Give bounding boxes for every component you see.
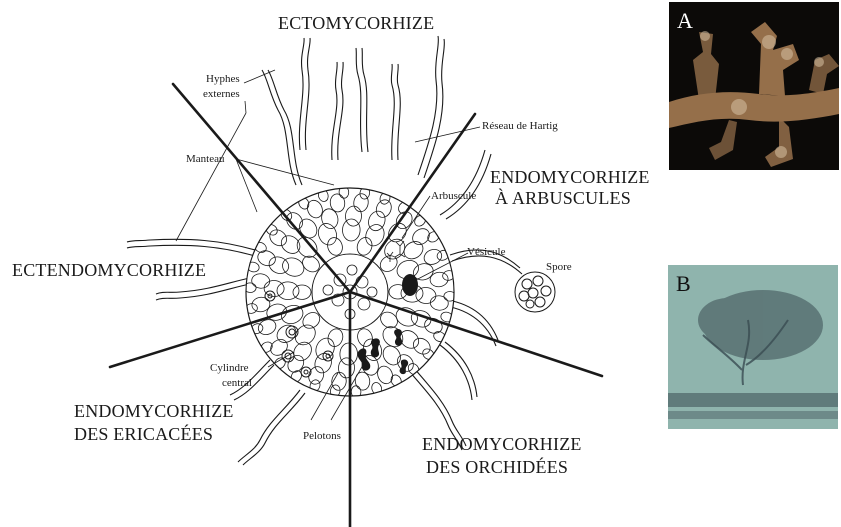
sector-label-ericacees-line2: DES ERICACÉES [74, 424, 213, 445]
label-pelotons: Pelotons [303, 430, 341, 442]
sector-label-ectomycorhize: ECTOMYCORHIZE [278, 13, 434, 34]
sector-label-orchidees-line2: DES ORCHIDÉES [426, 457, 568, 478]
label-manteau: Manteau [186, 153, 224, 165]
sector-label-ectendomycorhize: ECTENDOMYCORHIZE [12, 260, 206, 281]
photo-a-label: A [677, 8, 693, 34]
label-cylindre-line1: Cylindre [210, 362, 249, 374]
label-spore: Spore [546, 261, 572, 273]
photo-b-label: B [676, 271, 691, 297]
label-hyphes-line1: Hyphes [206, 73, 240, 85]
photo-a-image [669, 2, 839, 170]
sector-label-arbuscules-line2: À ARBUSCULES [495, 188, 631, 209]
sector-label-orchidees-line1: ENDOMYCORHIZE [422, 434, 582, 455]
sector-label-ericacees-line1: ENDOMYCORHIZE [74, 401, 234, 422]
vesicle [402, 274, 418, 296]
label-hyphes-line2: externes [203, 88, 240, 100]
photo-a: A [669, 2, 839, 170]
label-vesicule: Vésicule [467, 246, 505, 258]
sector-label-arbuscules-line1: ENDOMYCORHIZE [490, 167, 650, 188]
label-reseau-de-hartig: Réseau de Hartig [482, 120, 558, 132]
label-arbuscule: Arbuscule [431, 190, 476, 202]
label-cylindre-line2: central [222, 377, 252, 389]
photo-b: B [668, 265, 838, 429]
photo-b-image [668, 265, 838, 429]
spore [515, 272, 555, 312]
